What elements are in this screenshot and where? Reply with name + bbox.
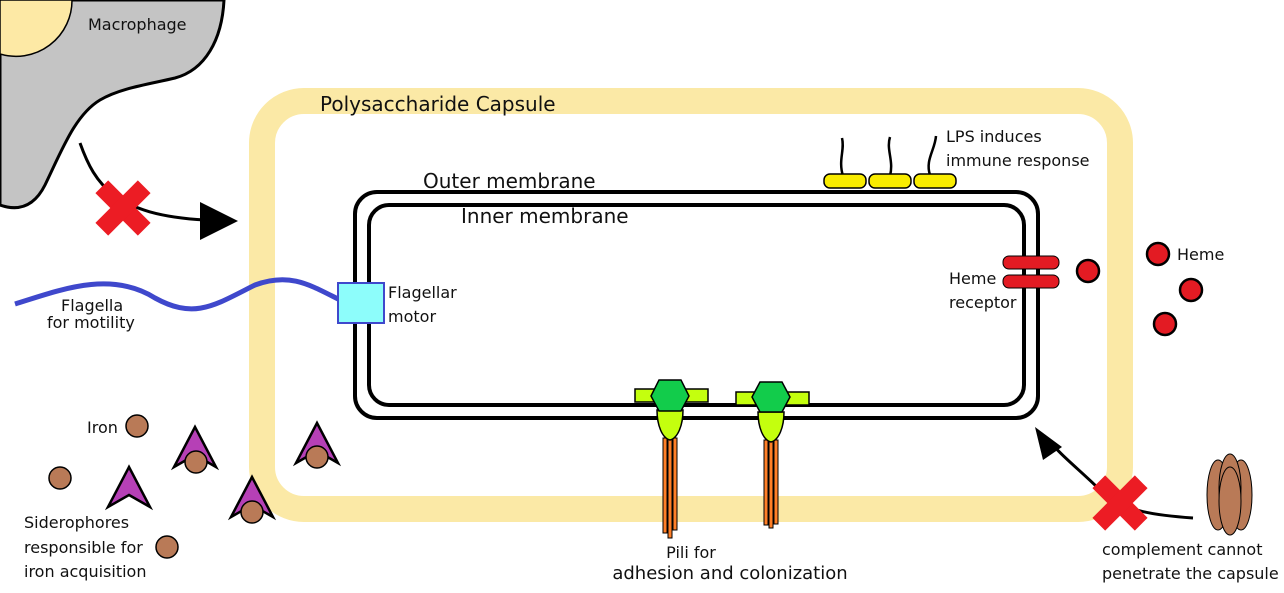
lps: LPS induces immune response [823,127,1090,189]
arrow-path [78,142,206,222]
complement-blocked: complement cannot penetrate the capsule [1035,427,1279,583]
flagellum [14,277,342,312]
heme-molecule [1145,241,1171,267]
arrowhead-icon [200,202,238,240]
heme-receptor-label-line2: receptor [949,293,1017,312]
cell-membranes: Outer membrane Inner membrane [353,169,1040,420]
heme-receptor: Heme receptor [949,255,1060,312]
heme-label: Heme [1177,245,1224,264]
outer-membrane-label: Outer membrane [423,169,596,193]
arrowhead-icon [1035,427,1062,460]
heme-molecule [1178,277,1204,303]
macrophage-label: Macrophage [88,15,187,34]
flagella-label-line1: Flagella [61,296,123,315]
lps-label-line1: LPS induces [946,127,1042,146]
iron-label: Iron [87,418,118,437]
siderophores-label-line1: Siderophores [24,513,129,532]
lps-unit [913,173,957,189]
iron-molecule [184,450,208,474]
flagella-label-line2: for motility [47,313,135,332]
polysaccharide-capsule: Polysaccharide Capsule [249,88,1133,522]
pili-label-line2: adhesion and colonization [612,563,847,584]
iron-siderophores: Iron Siderophores responsible for iron a… [24,414,342,581]
iron-molecule [125,414,149,438]
outer-membrane [353,190,1040,420]
inner-membrane-label: Inner membrane [461,204,629,228]
heme-molecule [1075,258,1101,284]
siderophores-label-line3: iron acquisition [24,562,146,581]
flagella: Flagella for motility Flagellar motor [14,277,457,332]
complement-complex [1206,453,1253,536]
siderophores-label-line2: responsible for [24,538,143,557]
inner-membrane [367,203,1026,407]
phagocytosis-blocked-arrow [78,142,238,240]
pilus [735,381,810,529]
lps-unit [868,173,912,189]
blocked-x-icon [1092,475,1148,531]
blocked-x-icon [95,180,151,236]
flagellar-motor-label-line1: Flagellar [388,283,457,302]
iron-molecule [240,500,264,524]
heme-molecules: Heme [1075,241,1224,337]
pili-label-line1: Pili for [666,543,716,562]
siderophore [104,464,154,511]
complement-label-line2: penetrate the capsule [1102,564,1279,583]
flagellar-motor-label-line2: motor [388,307,436,326]
pilus [634,379,709,539]
macrophage: Macrophage [0,0,226,210]
flagellar-motor [337,282,385,324]
iron-molecule [48,466,72,490]
complement-label-line1: complement cannot [1102,540,1263,559]
capsule-label: Polysaccharide Capsule [320,92,556,116]
heme-receptor-label-line1: Heme [949,269,996,288]
macrophage-nucleus [0,0,73,58]
lps-unit [823,173,867,189]
iron-molecule [305,445,329,469]
lps-label-line2: immune response [946,151,1090,170]
macrophage-body [0,0,226,210]
iron-molecule [155,535,179,559]
heme-molecule [1152,311,1178,337]
